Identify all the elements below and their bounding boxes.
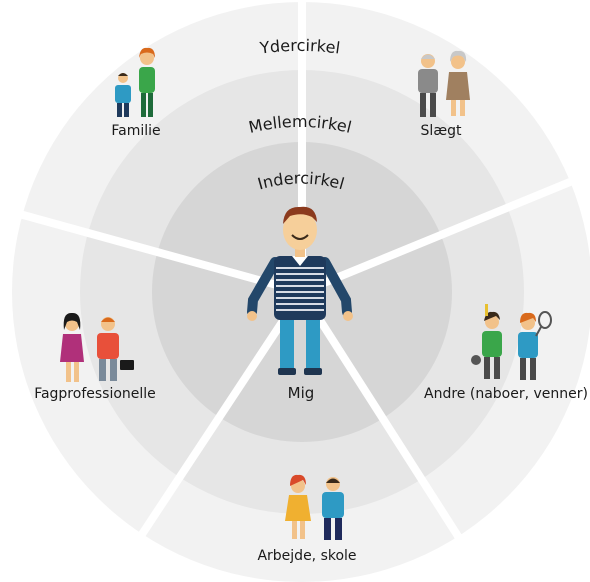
center-label: Mig xyxy=(288,384,315,402)
grandparents-icon xyxy=(418,50,470,117)
group-label-familie: Familie xyxy=(111,123,160,139)
group-label-andre: Andre (naboer, venner) xyxy=(424,386,588,402)
group-label-fagprofessionelle: Fagprofessionelle xyxy=(34,386,156,402)
work-school-icon xyxy=(285,474,344,540)
me-person-icon xyxy=(247,206,353,375)
neighbors-friends-icon xyxy=(471,304,552,380)
professionals-icon xyxy=(60,312,134,382)
group-label-arbejde: Arbejde, skole xyxy=(257,548,356,564)
outer-ring-label: Ydercirkel xyxy=(258,36,342,58)
divider-right xyxy=(300,171,589,296)
divider-bottom-right xyxy=(298,289,474,558)
divider-left xyxy=(3,206,304,296)
divider-bottom-left xyxy=(121,289,306,563)
family-icon xyxy=(115,47,155,117)
group-label-slaegt: Slægt xyxy=(421,123,462,139)
